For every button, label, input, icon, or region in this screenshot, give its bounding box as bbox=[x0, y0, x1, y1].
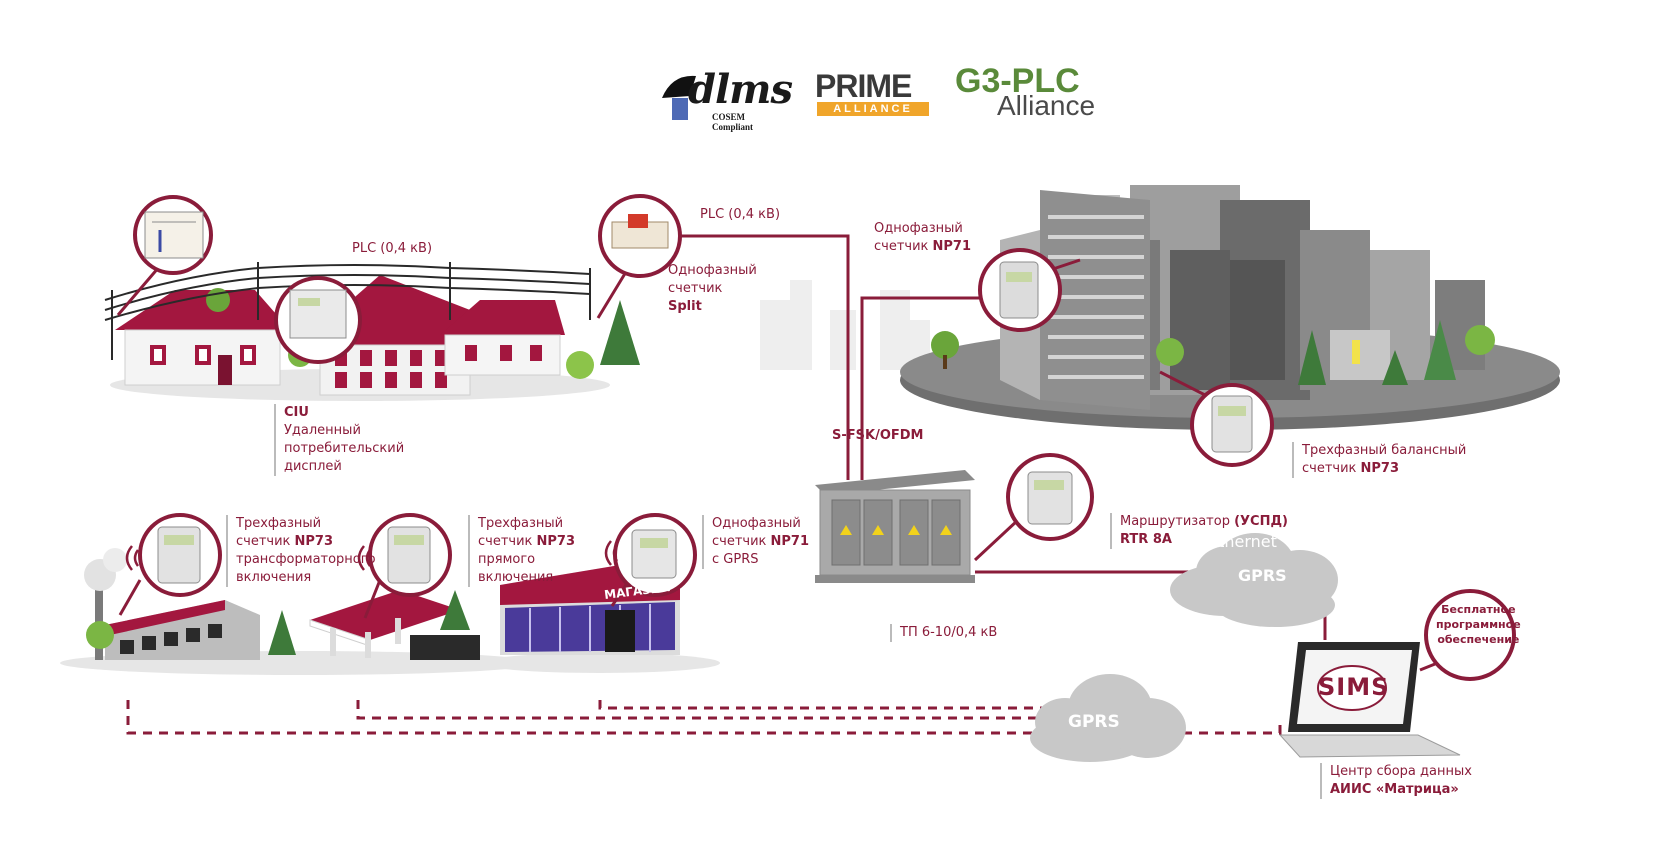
gas-station bbox=[309, 590, 480, 660]
substation-building bbox=[815, 470, 975, 583]
plc-houses-label: PLC (0,4 кВ) bbox=[352, 241, 433, 256]
cloud-gprs bbox=[1030, 674, 1186, 762]
dlms-logo-sub: COSEM Compliant bbox=[712, 112, 754, 132]
gprs-bottom-label: GPRS bbox=[1068, 712, 1120, 732]
np73-direct-label: Трехфазный счетчик NP73 прямого включени… bbox=[468, 515, 575, 587]
software-label: Бесплатное программное обеспечение bbox=[1436, 603, 1521, 646]
prime-logo-word: PRIME bbox=[815, 68, 912, 104]
gprs-dashed-lines bbox=[126, 700, 1282, 735]
callout-split bbox=[596, 194, 682, 319]
sims-software-logo: SIMS bbox=[1318, 673, 1390, 701]
plc-line-split bbox=[675, 234, 850, 480]
datacenter-label: Центр сбора данных АИИС «Матрица» bbox=[1320, 763, 1472, 799]
np71-city-label: Однофазный счетчик NP71 bbox=[874, 221, 972, 254]
g3-logo-word: G3-PLC bbox=[955, 62, 1080, 100]
ethernet-label: Ethernet bbox=[1208, 532, 1277, 551]
wireless-signal-icon bbox=[125, 540, 619, 571]
factory-building bbox=[84, 548, 296, 660]
np73-transformer-label: Трехфазный счетчик NP73 трансформаторног… bbox=[226, 515, 376, 587]
split-meter-label: Однофазный счетчик Split bbox=[668, 263, 757, 314]
ciu-label: CIU Удаленный потребительский дисплей bbox=[274, 404, 404, 476]
callout-np73-direct bbox=[363, 513, 452, 619]
modulation-label: S-FSK/OFDM bbox=[832, 428, 924, 443]
dlms-logo: dlms COSEM Compliant bbox=[660, 66, 793, 132]
dlms-logo-word: dlms bbox=[688, 66, 793, 113]
callout-router bbox=[973, 453, 1094, 562]
dlms-logo-mark-blue bbox=[672, 98, 688, 120]
prime-logo-bar: ALLIANCE bbox=[817, 102, 929, 116]
plc-split-label: PLC (0,4 кВ) bbox=[700, 207, 781, 222]
callout-np73-transformer bbox=[118, 513, 222, 616]
router-label: Маршрутизатор (УСПД) RTR 8A bbox=[1110, 513, 1288, 549]
np73-balance-label: Трехфазный балансный счетчик NP73 bbox=[1292, 442, 1466, 478]
g3-logo-sub: Alliance bbox=[997, 90, 1096, 121]
city-trees bbox=[931, 320, 1495, 385]
callout-house-meter bbox=[274, 276, 362, 364]
substation-label: ТП 6-10/0,4 кВ bbox=[890, 624, 997, 642]
np71-gprs-label: Однофазный счетчик NP71 с GPRS bbox=[702, 515, 809, 569]
houses-group bbox=[104, 262, 640, 401]
plc-line-city bbox=[860, 296, 990, 480]
city-buildings bbox=[1000, 185, 1485, 410]
gprs-top-label: GPRS bbox=[1238, 566, 1287, 585]
callout-ciu bbox=[116, 195, 213, 316]
callout-np73-balance bbox=[1159, 370, 1274, 467]
callout-np71-city bbox=[978, 248, 1081, 332]
callout-software bbox=[1419, 589, 1516, 681]
callout-np71-gprs bbox=[610, 513, 697, 607]
cloud-ethernet bbox=[1170, 533, 1338, 627]
faded-skyline bbox=[760, 280, 930, 370]
prime-alliance-logo: PRIME ALLIANCE bbox=[815, 68, 935, 122]
g3-plc-logo: G3-PLC Alliance bbox=[955, 62, 1135, 128]
dlms-logo-mark bbox=[662, 75, 696, 98]
laptop-datacenter bbox=[1278, 642, 1461, 758]
